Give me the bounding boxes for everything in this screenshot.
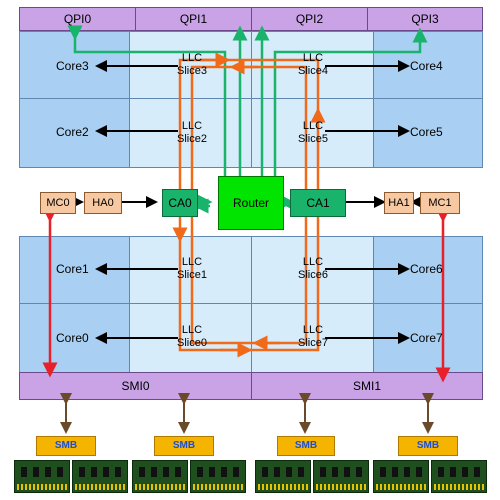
ca1-block: CA1 <box>290 189 346 217</box>
dimm-module-1 <box>14 460 70 493</box>
ha1-block: HA1 <box>384 192 414 214</box>
qpi2-block: QPI2 <box>251 7 368 31</box>
dimm-module-5 <box>255 460 311 493</box>
green-link-qpi0 <box>67 25 227 176</box>
core5-label: Core5 <box>410 125 443 139</box>
core6-label: Core6 <box>410 262 443 276</box>
mc1-block: MC1 <box>420 192 460 214</box>
smb-chip-4: SMB <box>398 436 458 456</box>
dimm-module-3 <box>132 460 188 493</box>
mc0-block: MC0 <box>40 192 76 214</box>
smb-chip-3: SMB <box>277 436 335 456</box>
dimm-module-6 <box>313 460 369 493</box>
ca0-block: CA0 <box>162 189 198 217</box>
smb-chip-2: SMB <box>154 436 214 456</box>
core5-cell <box>373 98 483 168</box>
dimm-module-7 <box>373 460 429 493</box>
core1-label: Core1 <box>56 262 89 276</box>
smi0-block: SMI0 <box>19 372 252 400</box>
core7-cell <box>373 303 483 373</box>
dimm-module-4 <box>190 460 246 493</box>
smb-chip-1: SMB <box>36 436 96 456</box>
dimm-module-8 <box>431 460 487 493</box>
core7-label: Core7 <box>410 331 443 345</box>
core4-label: Core4 <box>410 59 443 73</box>
core3-label: Core3 <box>56 59 89 73</box>
router-block: Router <box>218 176 284 230</box>
slice2-cell <box>129 98 252 168</box>
core0-label: Core0 <box>56 331 89 345</box>
core2-label: Core2 <box>56 125 89 139</box>
green-link-qpi3 <box>273 27 428 176</box>
dimm-module-2 <box>72 460 128 493</box>
ha0-block: HA0 <box>84 192 122 214</box>
